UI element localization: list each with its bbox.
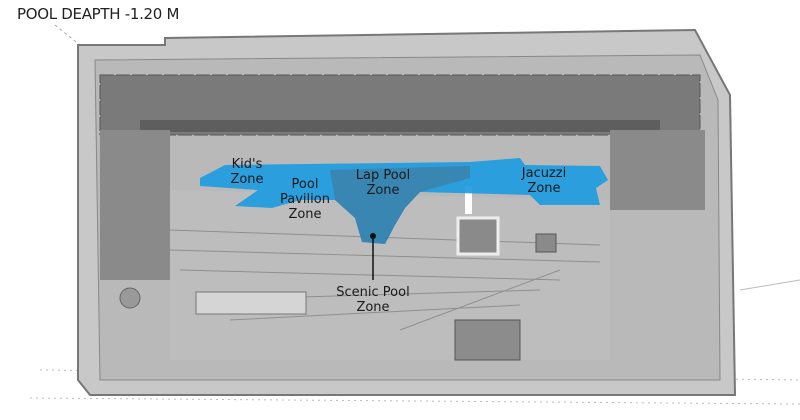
pavilion-structure xyxy=(456,216,500,256)
pool-pavilion-zone-label: Pool Pavilion Zone xyxy=(280,177,330,222)
boundary-line xyxy=(739,279,800,291)
lap-pool-deep xyxy=(330,166,470,244)
pool-depth-title: POOL DEAPTH -1.20 M xyxy=(17,5,180,23)
corridor xyxy=(140,120,660,132)
kids-zone-label: Kid's Zone xyxy=(230,157,264,187)
building-block-east xyxy=(610,130,705,210)
building-units xyxy=(99,74,701,136)
lap-pool-zone-label: Lap Pool Zone xyxy=(355,168,411,198)
scenic-pool-zone-label: Scenic Pool Zone xyxy=(336,285,410,315)
building-block-west xyxy=(100,130,170,280)
clubhouse xyxy=(454,319,521,361)
kiosk xyxy=(535,233,557,253)
sports-court xyxy=(195,291,307,315)
boundary-line xyxy=(54,24,81,46)
boundary-line xyxy=(29,397,800,405)
tree xyxy=(119,287,141,309)
walkway xyxy=(465,186,472,214)
jacuzzi-zone-label: Jacuzzi Zone xyxy=(521,166,567,196)
